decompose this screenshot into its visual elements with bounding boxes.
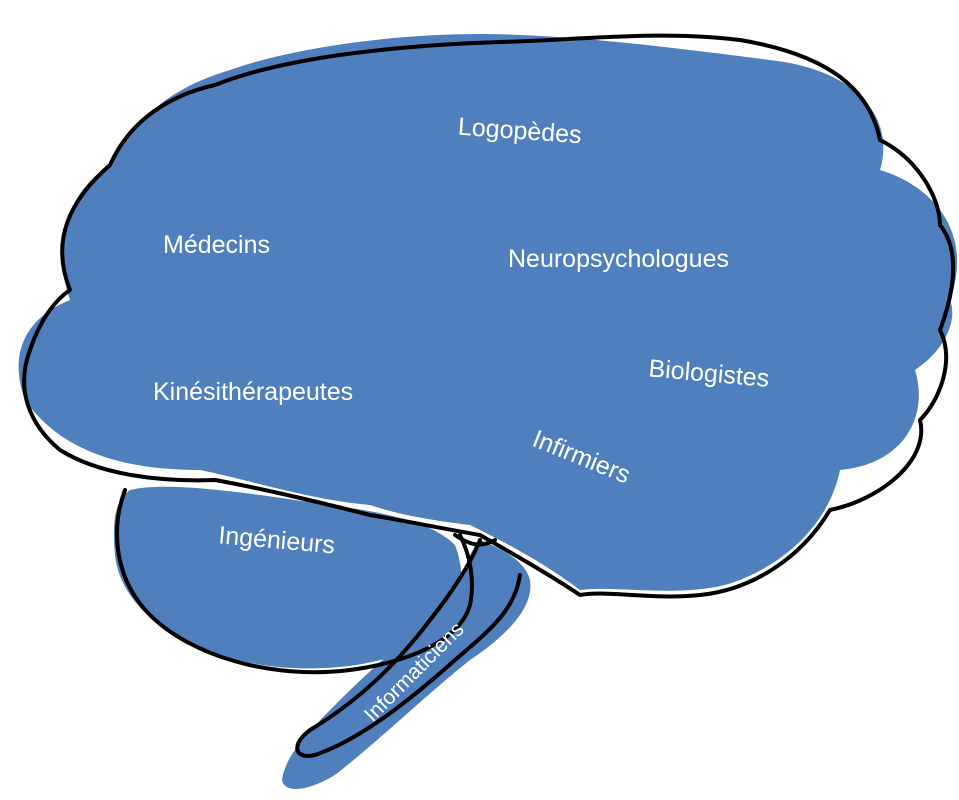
label-medecins: Médecins [163, 231, 270, 259]
label-neuropsychologues: Neuropsychologues [508, 245, 729, 273]
label-kinesitherapeutes: Kinésithérapeutes [153, 378, 353, 406]
brain-fill [19, 34, 958, 789]
